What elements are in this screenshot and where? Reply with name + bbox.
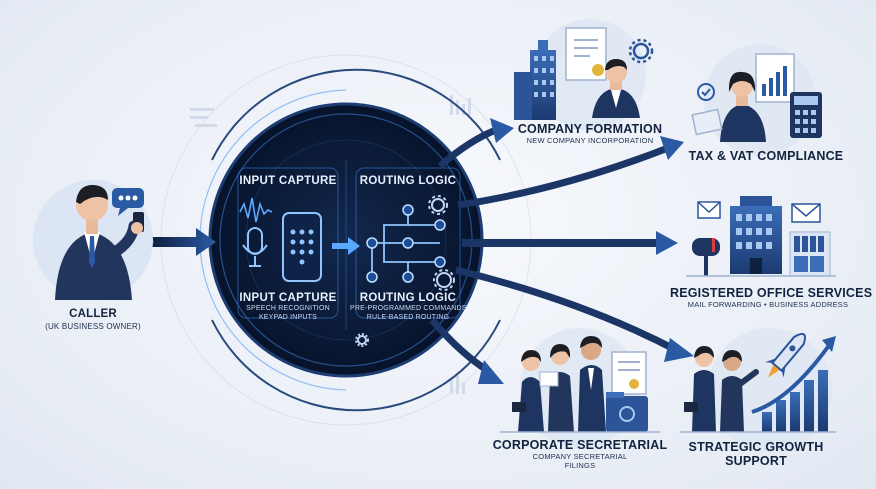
- service-corporate-secretarial: CORPORATE SECRETARIAL COMPANY SECRETARIA…: [490, 438, 670, 470]
- service-title: STRATEGIC GROWTH: [688, 440, 824, 454]
- hub-input-caption: INPUT CAPTURE SPEECH RECOGNITION KEYPAD …: [232, 292, 344, 322]
- tax-vat-illustration: [691, 44, 822, 156]
- service-subtitle: MAIL FORWARDING • BUSINESS ADDRESS: [687, 300, 849, 309]
- hub-input-sub2: KEYPAD INPUTS: [258, 313, 318, 321]
- route-arrow-tax-vat: [457, 136, 684, 209]
- gear-icon: [355, 195, 455, 347]
- service-tax-vat: TAX & VAT COMPLIANCE: [676, 149, 856, 163]
- corporate-secretarial-illustration: [500, 328, 660, 448]
- routing-network-icon: [366, 204, 446, 283]
- service-company-formation: COMPANY FORMATION NEW COMPANY INCORPORAT…: [500, 122, 680, 145]
- chat-bubble-icon: [112, 188, 144, 216]
- hub-input-sub1: SPEECH RECOGNITION: [246, 305, 330, 312]
- service-registered-office: REGISTERED OFFICE SERVICES MAIL FORWARDI…: [670, 286, 873, 309]
- strategic-growth-illustration: [680, 328, 836, 452]
- registered-office-illustration: [686, 196, 836, 277]
- route-arrow-company-formation: [437, 118, 514, 169]
- route-arrow-corporate-secretarial: [429, 317, 504, 384]
- service-subtitle: NEW COMPANY INCORPORATION: [526, 136, 654, 145]
- caller-to-hub-arrow: [146, 228, 216, 256]
- service-title: REGISTERED OFFICE SERVICES: [670, 286, 873, 300]
- microphone-icon: [242, 227, 268, 267]
- service-title: TAX & VAT COMPLIANCE: [688, 149, 844, 163]
- hub-routing-title: ROUTING LOGIC: [359, 292, 457, 304]
- service-title: COMPANY FORMATION: [517, 122, 663, 136]
- service-strategic-growth: STRATEGIC GROWTH SUPPORT: [676, 440, 836, 468]
- smartphone-keypad-icon: [282, 212, 322, 282]
- route-arrow-strategic-growth: [455, 266, 694, 362]
- hub-routing-sub1: PRE-PROGRAMMED COMMANDS: [350, 305, 467, 312]
- company-formation-illustration: [514, 19, 654, 131]
- service-title-2: SUPPORT: [725, 454, 787, 468]
- service-subtitle-2: FILINGS: [564, 461, 596, 470]
- hub-input-top-label: INPUT CAPTURE: [239, 175, 337, 187]
- service-title: CORPORATE SECRETARIAL: [492, 438, 668, 452]
- hub-routing-caption: ROUTING LOGIC PRE-PROGRAMMED COMMANDS RU…: [350, 292, 466, 322]
- hub-flow-arrow: [332, 237, 360, 255]
- caller-title: CALLER: [69, 308, 117, 320]
- route-arrow-registered-office: [462, 231, 678, 255]
- caller-subtitle: (UK BUSINESS OWNER): [45, 322, 141, 331]
- hub-routing-top-label: ROUTING LOGIC: [359, 175, 457, 187]
- caller-label: CALLER (UK BUSINESS OWNER): [28, 308, 158, 331]
- service-subtitle: COMPANY SECRETARIAL: [532, 452, 628, 461]
- hub-input-title: INPUT CAPTURE: [239, 292, 337, 304]
- hub-routing-sub2: RULE-BASED ROUTING: [366, 313, 450, 321]
- sound-wave-icon: [239, 197, 273, 223]
